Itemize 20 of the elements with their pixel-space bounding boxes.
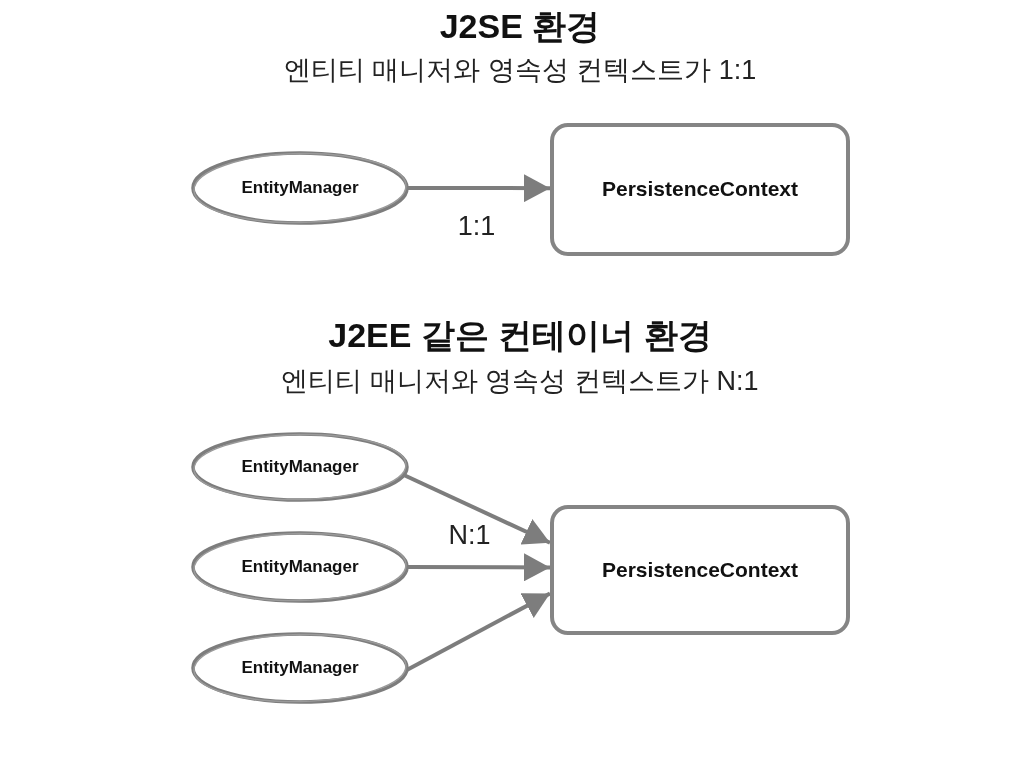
arrow: [407, 553, 550, 582]
section-heading: J2SE 환경: [439, 6, 601, 47]
node-text: EntityManager: [241, 657, 359, 679]
arrow: [402, 473, 551, 545]
process-box: [550, 505, 850, 635]
ellipse-node: [191, 432, 409, 502]
node-text: PersistenceContext: [601, 176, 799, 203]
process-box: [550, 123, 850, 256]
section-subtitle: 엔티티 매니저와 영속성 컨텍스트가 N:1: [281, 365, 759, 398]
node-text: EntityManager: [241, 556, 359, 578]
ellipse-node: [191, 531, 409, 603]
node-text: PersistenceContext: [601, 556, 799, 583]
section-subtitle: 엔티티 매니저와 영속성 컨텍스트가 1:1: [283, 54, 757, 87]
node-text: EntityManager: [241, 177, 359, 199]
ellipse-node: [191, 632, 409, 704]
node-text: EntityManager: [241, 456, 359, 478]
ellipse-node: [191, 151, 409, 225]
arrow: [407, 174, 550, 203]
arrow: [405, 591, 551, 672]
section-heading: J2EE 같은 컨테이너 환경: [328, 315, 712, 356]
